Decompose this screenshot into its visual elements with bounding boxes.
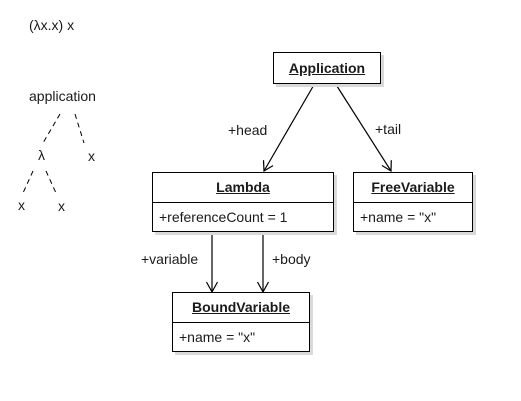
- edge-head-line: [263, 82, 316, 172]
- tree-node-lambda: λ: [38, 147, 45, 163]
- edge-label-body: +body: [272, 251, 311, 267]
- class-bound-variable-name: BoundVariable: [191, 299, 291, 315]
- class-bound-variable-attr: +name = "x": [173, 322, 309, 351]
- class-application-name: Application: [288, 60, 366, 76]
- edge-label-head: +head: [228, 122, 268, 138]
- tree-edge-lambda-body: [45, 170, 57, 194]
- class-bound-variable[interactable]: BoundVariable +name = "x": [172, 292, 310, 352]
- class-application[interactable]: Application: [273, 52, 381, 84]
- class-free-variable[interactable]: FreeVariable +name = "x": [353, 172, 473, 232]
- class-lambda-name: Lambda: [216, 179, 270, 195]
- tree-node-application: application: [29, 88, 96, 104]
- edge-tail-arrowhead: [381, 160, 392, 173]
- tree-edge-app-arg: [74, 113, 85, 144]
- class-free-variable-attr: +name = "x": [354, 202, 472, 231]
- tree-edge-app-lambda: [42, 113, 61, 144]
- edge-head-arrowhead: [262, 160, 274, 173]
- edge-label-variable: +variable: [141, 251, 199, 267]
- class-free-variable-name: FreeVariable: [371, 179, 455, 195]
- edge-label-tail: +tail: [375, 121, 402, 137]
- tree-node-arg: x: [88, 148, 95, 164]
- edge-tail-line: [334, 82, 392, 172]
- lambda-expression: (λx.x) x: [29, 17, 75, 33]
- class-lambda-attr: +referenceCount = 1: [153, 202, 333, 231]
- tree-node-lambda-body: x: [58, 198, 65, 214]
- class-lambda[interactable]: Lambda +referenceCount = 1: [152, 172, 334, 232]
- tree-node-lambda-param: x: [18, 197, 25, 213]
- tree-edge-lambda-param: [22, 170, 34, 194]
